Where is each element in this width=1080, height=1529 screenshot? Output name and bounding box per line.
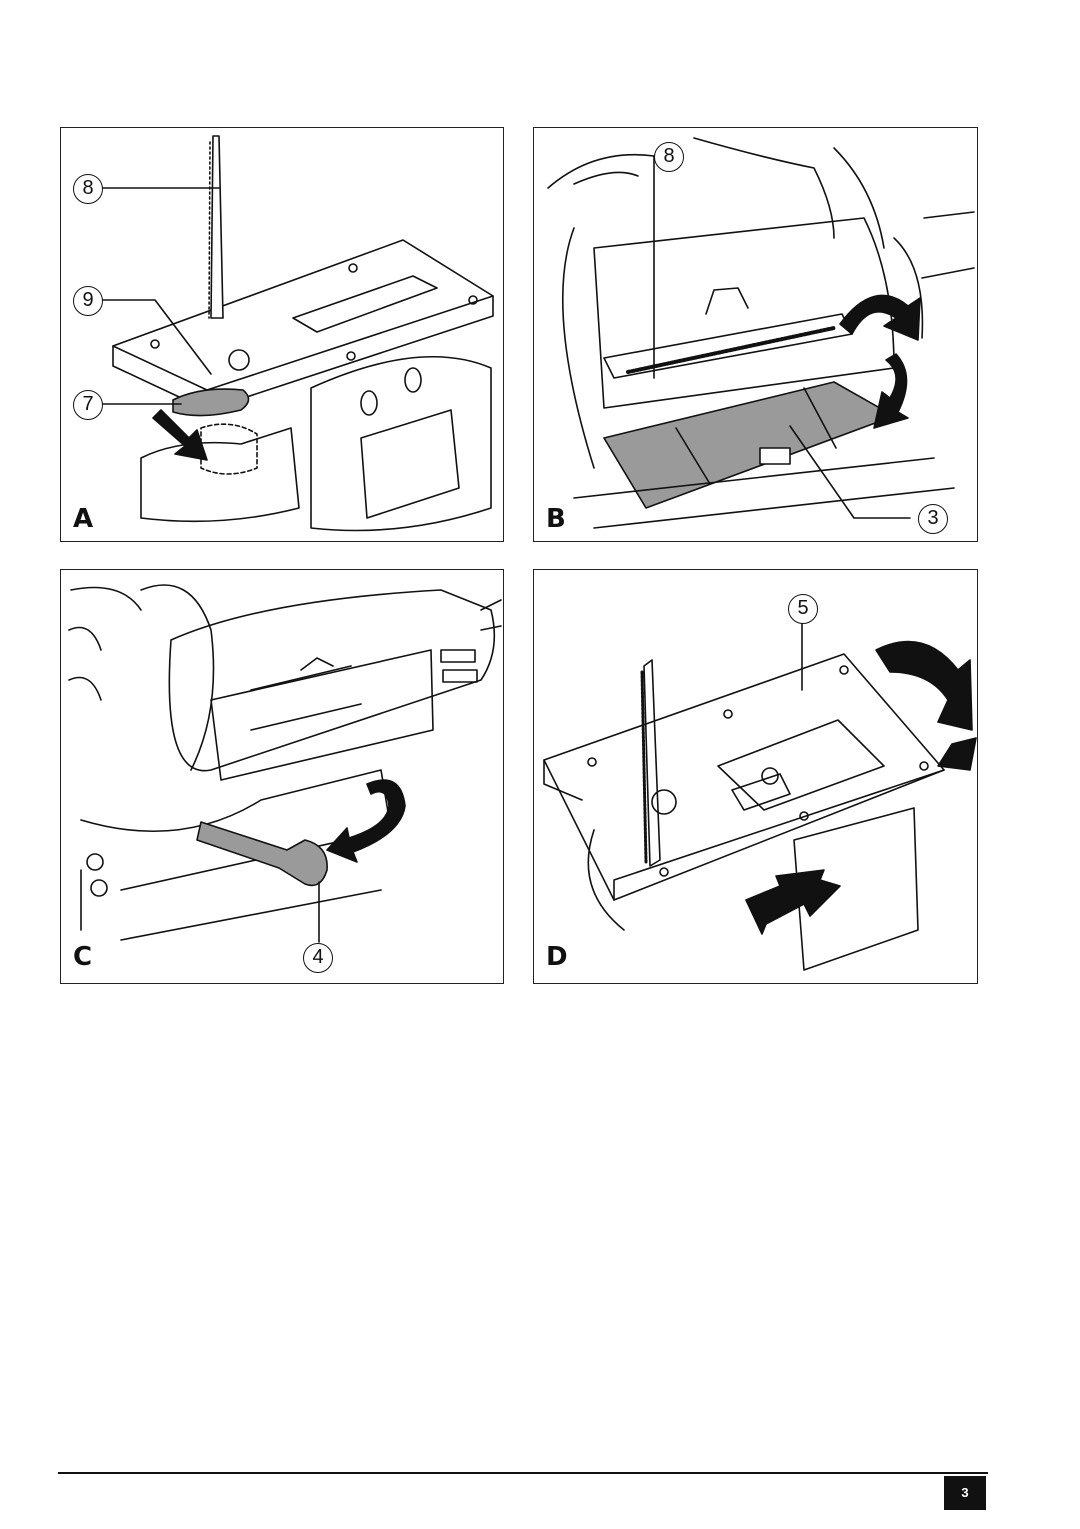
callout-9: 9 bbox=[73, 286, 103, 316]
figure-c-panel: 4 C bbox=[60, 569, 504, 984]
curved-rotate-arrow-icon bbox=[326, 779, 406, 863]
callout-3: 3 bbox=[918, 504, 948, 534]
down-arrow-icon bbox=[152, 409, 208, 461]
callout-8: 8 bbox=[654, 142, 684, 172]
footer-rule bbox=[58, 1472, 988, 1474]
callout-5: 5 bbox=[788, 594, 818, 624]
curved-rotate-arrow-icon bbox=[839, 294, 921, 341]
callout-7: 7 bbox=[73, 390, 103, 420]
figure-c-illustration bbox=[68, 584, 502, 943]
curved-rotate-arrow-icon bbox=[875, 640, 973, 731]
figure-b-illustration bbox=[547, 137, 975, 529]
callout-8: 8 bbox=[73, 174, 103, 204]
page-number-badge: 3 bbox=[944, 1476, 986, 1510]
figure-b-panel: 8 3 B bbox=[533, 127, 978, 542]
figure-a-panel: 8 9 7 A bbox=[60, 127, 504, 542]
figure-d-illustration bbox=[543, 621, 977, 971]
double-horizontal-arrow-icon bbox=[745, 869, 841, 935]
figure-a-illustration bbox=[102, 135, 494, 532]
figure-d-panel: 5 D bbox=[533, 569, 978, 984]
figure-letter-d: D bbox=[546, 942, 568, 972]
figure-letter-a: A bbox=[73, 504, 94, 534]
figure-letter-c: C bbox=[73, 942, 93, 972]
figure-letter-b: B bbox=[546, 504, 566, 534]
callout-4: 4 bbox=[303, 943, 333, 973]
